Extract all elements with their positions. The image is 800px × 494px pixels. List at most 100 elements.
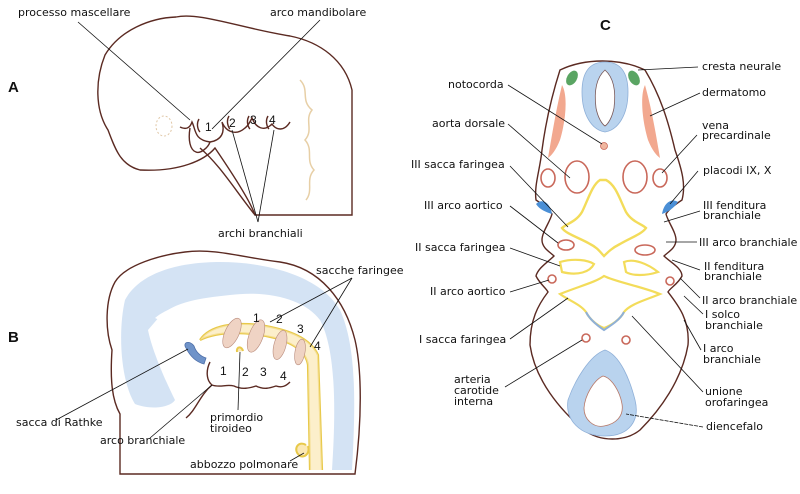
- label-ii-arco-aortico: II arco aortico: [430, 285, 506, 298]
- panel-b-head-fold: [155, 303, 220, 330]
- panel-c-placode-left: [536, 201, 552, 214]
- panel-c-precardinal-vein-left: [540, 168, 556, 188]
- panel-c-section-outline: [529, 60, 689, 440]
- panel-c: C notocorda aorta dorsale III sacca fari…: [411, 17, 798, 440]
- panel-c-aortic-arch-iii-right: [634, 244, 656, 256]
- leader-iii-fenditura: [663, 210, 701, 223]
- panel-a-maxilla-gap: [188, 127, 211, 154]
- panel-c-precardinal-vein-right: [652, 168, 668, 188]
- label-i-sacca-faringea: I sacca faringea: [419, 333, 506, 346]
- label-ii-arco-branchiale: II arco branchiale: [702, 294, 797, 307]
- label-ii-fenditura-branchiale: branchiale: [704, 270, 762, 283]
- leader-arco-branchiale: [149, 384, 213, 439]
- leader-iii-arco-aortico: [509, 205, 559, 244]
- label-sacca-di-rathke: sacca di Rathke: [16, 416, 103, 429]
- label-tiroideo: tiroideo: [210, 422, 252, 435]
- panel-c-aortic-arch-ii-right: [665, 276, 675, 286]
- panel-c-pharynx: [560, 178, 648, 258]
- label-primordio: primordio: [210, 411, 263, 424]
- leader-i-arco: [683, 319, 702, 351]
- leader-i-solco: [683, 295, 704, 315]
- leader-sacche-faringee-4: [309, 277, 353, 348]
- leader-arco-mandibolare: [211, 19, 321, 130]
- panel-b-arch-number-1: 1: [220, 364, 227, 378]
- panel-c-pouch-ii-right: [622, 259, 661, 277]
- panel-b-arch-number-4: 4: [280, 369, 287, 383]
- panel-c-oropharyngeal-membrane: [585, 311, 625, 332]
- panel-c-aortic-arch-ii-left: [547, 274, 557, 284]
- panel-a-arch-1: [196, 118, 201, 133]
- label-arco-mandibolare: arco mandibolare: [270, 6, 367, 19]
- panel-c-dermatome-right: [642, 85, 660, 158]
- panel-c-internal-carotid-right: [621, 335, 631, 345]
- panel-c-dermatome-left: [548, 85, 566, 158]
- panel-c-neural-crest-right: [628, 70, 640, 86]
- leader-primordio-tiroideo: [237, 351, 241, 411]
- label-cresta-neurale: cresta neurale: [702, 60, 781, 73]
- label-precardinale: precardinale: [702, 129, 771, 142]
- label-placodi: placodi IX, X: [703, 164, 772, 177]
- label-notocorda: notocorda: [448, 78, 504, 91]
- panel-a-embryo-body: [97, 15, 353, 216]
- leader-sacche-faringee-2: [269, 277, 353, 323]
- panel-a-arch-number-2: 2: [229, 116, 236, 130]
- label-interna: interna: [454, 395, 493, 408]
- label-iii-sacca-faringea: III sacca faringea: [411, 158, 505, 171]
- label-archi-branchiali: archi branchiali: [218, 227, 303, 240]
- panel-a-arch-2: [226, 115, 231, 130]
- panel-b-lung-bud: [295, 442, 310, 458]
- leader-ii-fenditura: [671, 259, 701, 271]
- panel-c-neural-crest-left: [566, 70, 578, 86]
- leader-dermatomo: [649, 92, 701, 117]
- label-iii-fenditura: III fenditura: [703, 199, 766, 212]
- panel-c-internal-carotid-left: [581, 333, 591, 343]
- leader-archi-branchiali-2: [231, 129, 259, 223]
- leader-abbozzo-polmonare: [289, 452, 305, 462]
- label-i-solco: I solco: [705, 308, 740, 321]
- panel-b-arch-number-3: 3: [260, 365, 267, 379]
- label-diencefalo: diencefalo: [706, 420, 763, 433]
- panel-a-arches-outline: [179, 116, 291, 143]
- panel-b-arch-lower-jaw: [185, 384, 213, 419]
- label-i-solco-branchiale: branchiale: [705, 319, 763, 332]
- panel-b-thyroid-primordium: [235, 346, 244, 353]
- panel-b-pouch-number-4: 4: [314, 339, 321, 353]
- label-sacche-faringee: sacche faringee: [316, 264, 404, 277]
- panel-b-rathke-pouch: [184, 342, 207, 365]
- panel-a-arch-4: [265, 115, 270, 130]
- panel-a-spine-ridges: [299, 79, 316, 201]
- panel-a-eye-placode: [155, 115, 173, 137]
- leader-ii-arco-branchiale: [679, 277, 701, 299]
- label-dermatomo: dermatomo: [702, 86, 766, 99]
- leader-processo-mascellare: [77, 21, 191, 121]
- panel-c-diencephalon-cavity: [583, 375, 623, 427]
- leader-i-sacca-faringea: [509, 297, 569, 340]
- leader-notocorda: [507, 84, 603, 145]
- label-aorta-dorsale: aorta dorsale: [432, 117, 505, 130]
- panel-c-aortic-arch-iii-left: [557, 239, 575, 251]
- label-iii-arco-branchiale: III arco branchiale: [699, 236, 798, 249]
- panel-b-foregut-fill: [200, 323, 322, 470]
- leader-ii-sacca-faringea: [509, 247, 561, 267]
- panel-b-arches-outline: [206, 361, 291, 389]
- panel-a: 1 2 3 4 A processo mascellare arco mandi…: [8, 6, 367, 240]
- leader-aorta-dorsale: [507, 123, 571, 179]
- label-ii-fenditura: II fenditura: [704, 260, 764, 273]
- panel-a-arch-number-1: 1: [205, 120, 212, 134]
- leader-unione-orofaringea: [631, 315, 704, 393]
- panel-b-pharyngeal-pouches: [222, 317, 306, 366]
- label-unione: unione: [705, 385, 743, 398]
- panel-b-letter: B: [8, 329, 19, 346]
- panel-b-embryo-outline: [106, 250, 361, 475]
- leader-iii-sacca-faringea: [509, 165, 569, 228]
- label-processo-mascellare: processo mascellare: [18, 6, 131, 19]
- panel-b-neural-tube: [121, 262, 355, 470]
- panel-a-letter: A: [8, 79, 19, 96]
- panel-a-lower-body-curve: [199, 147, 256, 216]
- leader-cresta-neurale: [637, 66, 699, 71]
- panel-b-pouch-number-2: 2: [276, 312, 283, 326]
- leader-placodi: [669, 170, 699, 205]
- label-i-arco-branchiale: branchiale: [703, 353, 761, 366]
- leader-ii-arco-aortico: [509, 279, 550, 293]
